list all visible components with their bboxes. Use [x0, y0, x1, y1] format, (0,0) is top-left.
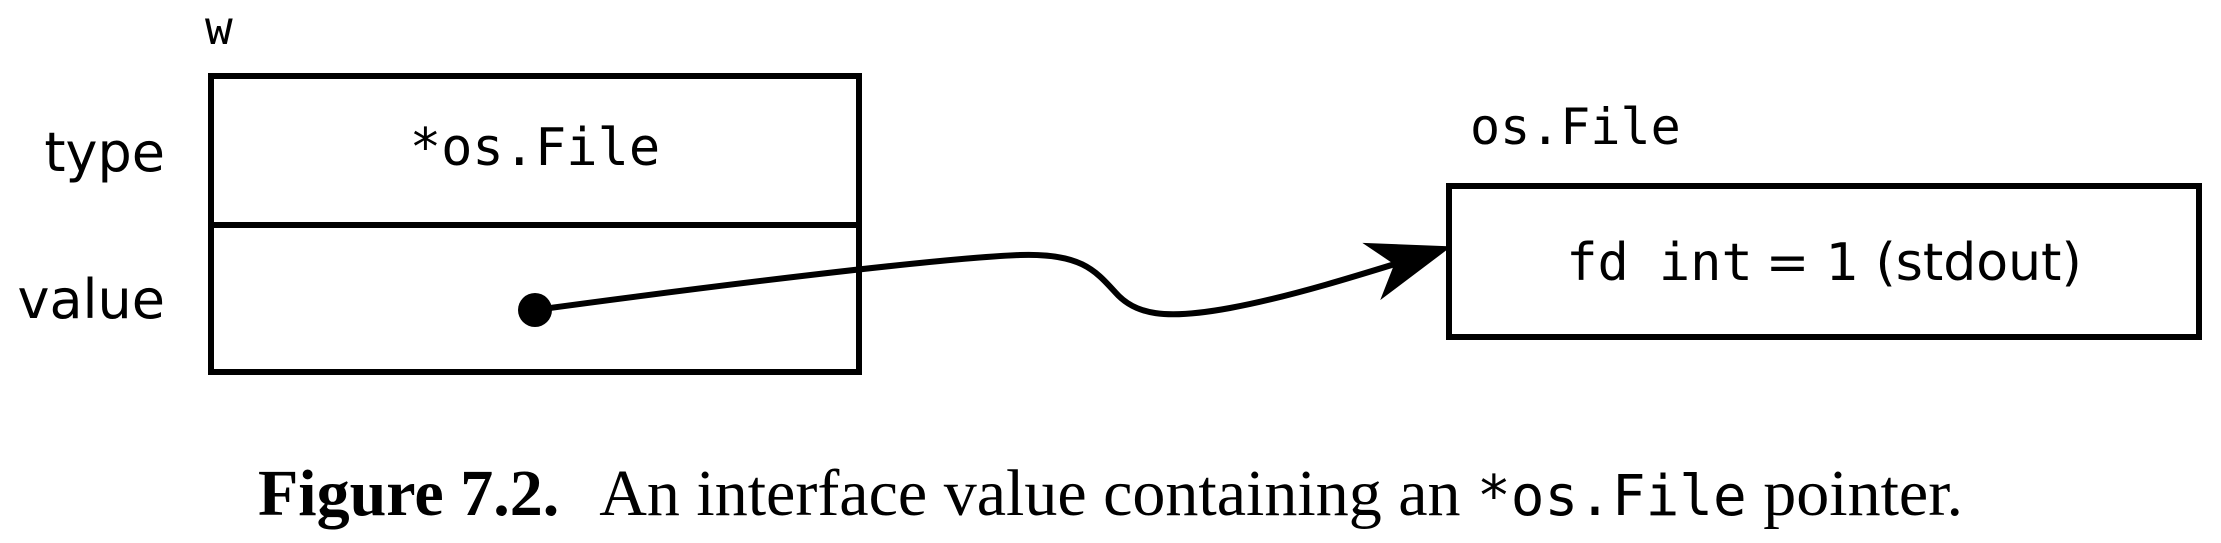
- pointer-arrow-layer: [518, 242, 1452, 327]
- field-value: = 1 (stdout): [1765, 233, 2082, 293]
- field-name: fd: [1566, 233, 1629, 293]
- interface-box-divider: [208, 222, 862, 228]
- pointer-arrow: [534, 242, 1452, 318]
- caption-code: *os.File: [1477, 464, 1747, 529]
- type-row-label: type: [44, 121, 165, 184]
- caption-text-after: pointer.: [1763, 457, 1964, 530]
- figure-caption: Figure 7.2. An interface value containing…: [0, 455, 2221, 536]
- target-type-label: os.File: [1470, 98, 1681, 156]
- field-type: int: [1658, 233, 1753, 293]
- interface-variable-name: w: [205, 1, 233, 55]
- value-row-label: value: [17, 268, 166, 331]
- figure-number: Figure 7.2.: [257, 457, 560, 530]
- caption-text-before: An interface value containing an: [599, 457, 1461, 530]
- dynamic-type-value: *os.File: [409, 118, 661, 178]
